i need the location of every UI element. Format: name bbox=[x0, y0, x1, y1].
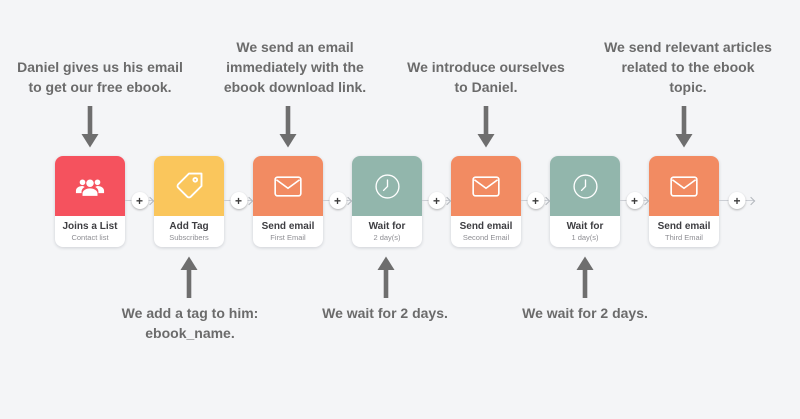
connector: + bbox=[224, 192, 254, 210]
card-title: Send email bbox=[261, 221, 315, 232]
card-icon-area bbox=[352, 156, 422, 216]
annotation-line: ebook_name. bbox=[145, 325, 235, 341]
arrow-up-icon bbox=[180, 256, 198, 298]
annotation-add-tag: We add a tag to him: ebook_name. bbox=[122, 303, 259, 343]
annotation-line: We wait for 2 days. bbox=[522, 305, 648, 321]
annotation-line: topic. bbox=[669, 79, 707, 95]
step-card-send-email-third[interactable]: Send email Third Email bbox=[649, 156, 719, 247]
mail-icon bbox=[274, 175, 302, 197]
arrow-up-icon bbox=[576, 256, 594, 298]
card-icon-area bbox=[154, 156, 224, 216]
step-card-joins-a-list[interactable]: Joins a List Contact list bbox=[55, 156, 125, 247]
add-step-button[interactable]: + bbox=[230, 192, 247, 209]
clock-icon bbox=[374, 173, 400, 199]
annotation-line: We send relevant articles bbox=[604, 39, 772, 55]
add-step-button[interactable]: + bbox=[428, 192, 445, 209]
plus-icon: + bbox=[432, 193, 440, 208]
mail-icon bbox=[670, 175, 698, 197]
arrow-down-icon bbox=[81, 106, 99, 148]
card-subtitle: Third Email bbox=[665, 233, 703, 242]
plus-icon: + bbox=[333, 193, 341, 208]
card-title: Joins a List bbox=[62, 221, 118, 232]
add-step-button[interactable]: + bbox=[728, 192, 746, 209]
annotation-line: to get our free ebook. bbox=[28, 79, 172, 95]
plus-icon: + bbox=[630, 193, 638, 208]
card-icon-area bbox=[55, 156, 125, 216]
connector-trailing: + bbox=[719, 192, 756, 210]
annotation-wait-2: We wait for 2 days. bbox=[522, 303, 648, 323]
arrow-down-icon bbox=[675, 106, 693, 148]
card-icon-area bbox=[253, 156, 323, 216]
step-card-add-tag[interactable]: Add Tag Subscribers bbox=[154, 156, 224, 247]
annotation-line: to Daniel. bbox=[454, 79, 518, 95]
card-title: Wait for bbox=[368, 221, 406, 232]
arrow-up-icon bbox=[377, 256, 395, 298]
annotation-line: ebook download link. bbox=[223, 79, 367, 95]
arrow-down-icon bbox=[477, 106, 495, 148]
card-icon-area bbox=[451, 156, 521, 216]
annotation-line: related to the ebook bbox=[621, 59, 755, 75]
add-step-button[interactable]: + bbox=[131, 192, 148, 209]
annotation-first-email: We send an email immediately with the eb… bbox=[224, 37, 366, 97]
tag-icon bbox=[176, 172, 203, 199]
connector: + bbox=[323, 192, 353, 210]
plus-icon: + bbox=[733, 193, 741, 208]
mail-icon bbox=[472, 175, 500, 197]
card-subtitle: Contact list bbox=[71, 233, 109, 242]
add-step-button[interactable]: + bbox=[626, 192, 643, 209]
add-step-button[interactable]: + bbox=[527, 192, 544, 209]
connector: + bbox=[422, 192, 452, 210]
card-subtitle: 2 day(s) bbox=[373, 233, 401, 242]
plus-icon: + bbox=[135, 193, 143, 208]
annotation-trigger: Daniel gives us his email to get our fre… bbox=[17, 57, 183, 97]
clock-icon bbox=[572, 173, 598, 199]
connector: + bbox=[125, 192, 155, 210]
card-title: Send email bbox=[459, 221, 513, 232]
annotation-line: We wait for 2 days. bbox=[322, 305, 448, 321]
card-subtitle: Subscribers bbox=[169, 233, 209, 242]
step-card-send-email-second[interactable]: Send email Second Email bbox=[451, 156, 521, 247]
step-card-wait-1[interactable]: Wait for 2 day(s) bbox=[352, 156, 422, 247]
card-icon-area bbox=[649, 156, 719, 216]
step-card-send-email-first[interactable]: Send email First Email bbox=[253, 156, 323, 247]
annotation-line: We introduce ourselves bbox=[407, 59, 565, 75]
annotation-relevant-articles: We send relevant articles related to the… bbox=[604, 37, 772, 97]
card-icon-area bbox=[550, 156, 620, 216]
connector: + bbox=[620, 192, 650, 210]
step-card-wait-2[interactable]: Wait for 1 day(s) bbox=[550, 156, 620, 247]
card-title: Add Tag bbox=[169, 221, 209, 232]
plus-icon: + bbox=[531, 193, 539, 208]
card-title: Send email bbox=[657, 221, 711, 232]
annotation-introduce: We introduce ourselves to Daniel. bbox=[407, 57, 565, 97]
card-subtitle: Second Email bbox=[462, 233, 510, 242]
add-step-button[interactable]: + bbox=[329, 192, 346, 209]
arrow-down-icon bbox=[279, 106, 297, 148]
card-subtitle: First Email bbox=[270, 233, 306, 242]
annotation-line: immediately with the bbox=[226, 59, 364, 75]
annotation-line: We add a tag to him: bbox=[121, 305, 259, 321]
card-title: Wait for bbox=[566, 221, 604, 232]
connector: + bbox=[521, 192, 551, 210]
users-icon bbox=[75, 178, 105, 196]
annotation-line: We send an email bbox=[236, 39, 354, 55]
annotation-wait-1: We wait for 2 days. bbox=[322, 303, 448, 323]
card-subtitle: 1 day(s) bbox=[571, 233, 599, 242]
arrow-right-icon bbox=[746, 196, 756, 206]
plus-icon: + bbox=[234, 193, 242, 208]
annotation-line: Daniel gives us his email bbox=[17, 59, 183, 75]
